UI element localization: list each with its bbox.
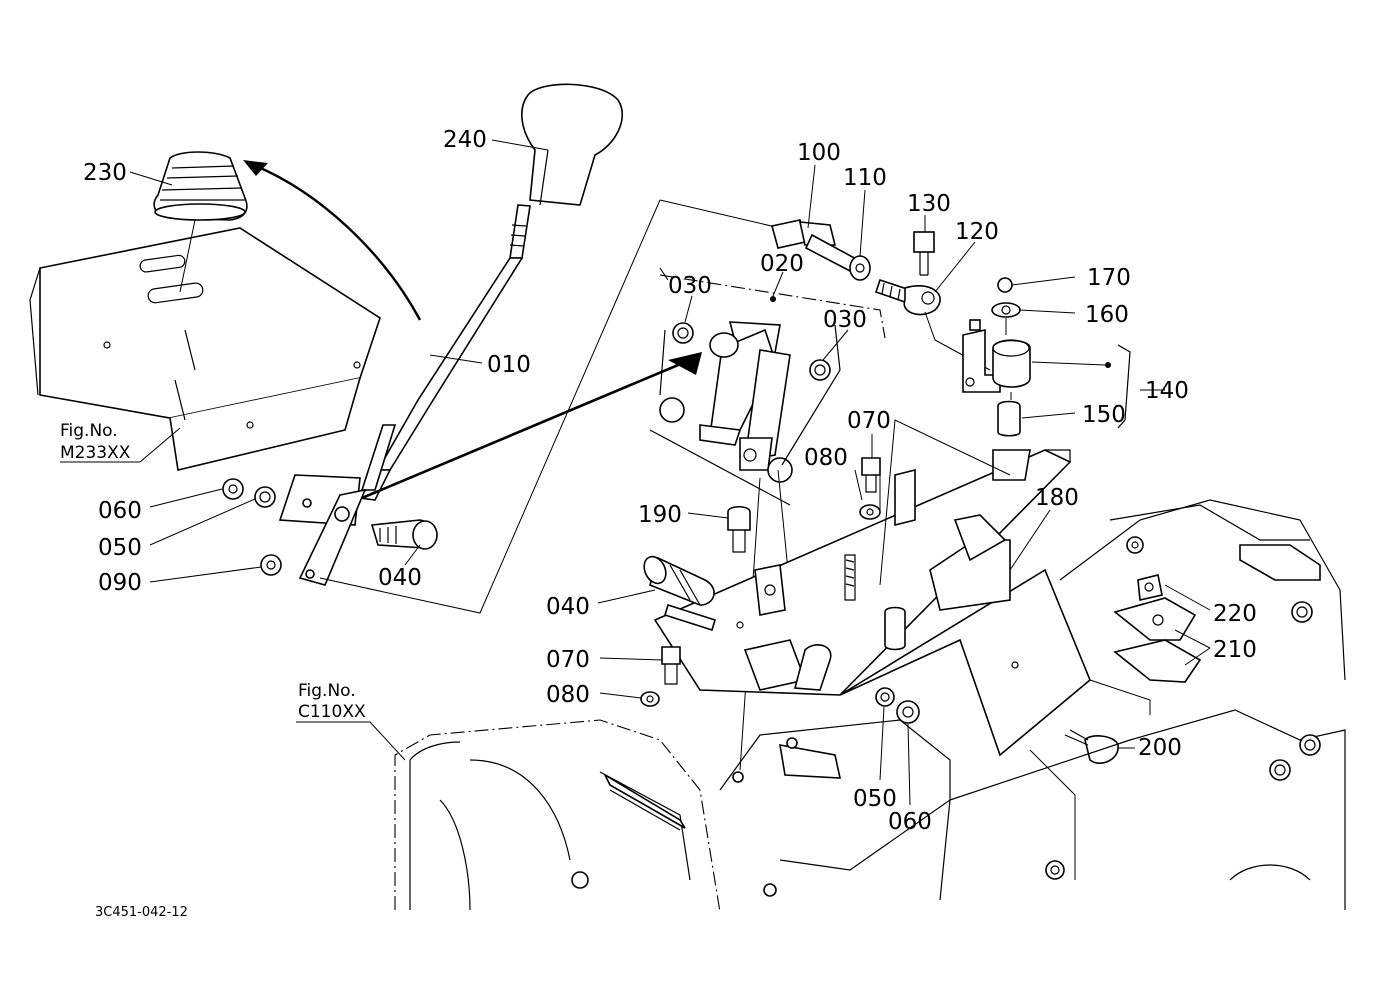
ref-c110-line1: Fig.No. (298, 681, 356, 701)
label-100: 100 (797, 140, 841, 166)
label-070-lower: 070 (546, 647, 590, 673)
shift-lever (278, 83, 624, 586)
ref-m233-line1: Fig.No. (60, 421, 118, 441)
label-060: 060 (98, 498, 142, 524)
label-160: 160 (1085, 302, 1129, 328)
label-230: 230 (83, 160, 127, 186)
rod-end-group (771, 219, 991, 371)
label-010: 010 (487, 352, 531, 378)
label-090: 090 (98, 570, 142, 596)
ref-c110-line2: C110XX (298, 702, 366, 722)
figure-references: Fig.No. M233XX Fig.No. C110XX (60, 421, 366, 722)
label-020: 020 (760, 251, 804, 277)
bracket-020-group (649, 267, 886, 771)
label-070-upper: 070 (847, 408, 891, 434)
selector-group-140 (962, 277, 1131, 437)
part-labels: 240 230 010 060 050 090 040 100 110 130 … (83, 127, 1257, 835)
bolts (640, 457, 1119, 764)
assembly-arrow-boot (245, 160, 422, 321)
label-170: 170 (1087, 265, 1131, 291)
leader-lines (60, 139, 1211, 806)
clamp-group (1113, 574, 1202, 683)
label-190: 190 (638, 502, 682, 528)
label-030-right: 030 (823, 307, 867, 333)
label-130: 130 (907, 191, 951, 217)
label-210: 210 (1213, 637, 1257, 663)
washer-nut-group-left (222, 478, 438, 576)
label-080-upper: 080 (804, 445, 848, 471)
label-140: 140 (1145, 378, 1189, 404)
cover-panel (29, 227, 381, 471)
label-200: 200 (1138, 735, 1182, 761)
assembly-arrow-lever (361, 358, 691, 500)
label-040: 040 (378, 565, 422, 591)
label-180: 180 (1035, 485, 1079, 511)
main-plate (653, 419, 1091, 757)
label-080-lower: 080 (546, 682, 590, 708)
pins (643, 554, 906, 651)
label-060-lower: 060 (888, 809, 932, 835)
drawing-code: 3C451-042-12 (95, 905, 188, 920)
label-030-left: 030 (668, 273, 712, 299)
label-120: 120 (955, 219, 999, 245)
label-050: 050 (98, 535, 142, 561)
label-240: 240 (443, 127, 487, 153)
label-150: 150 (1082, 402, 1126, 428)
label-220: 220 (1213, 601, 1257, 627)
transmission-housing (394, 499, 1346, 913)
label-110: 110 (843, 165, 887, 191)
rubber-boot (153, 151, 248, 293)
label-040-lower: 040 (546, 594, 590, 620)
label-050-lower: 050 (853, 786, 897, 812)
ref-m233-line2: M233XX (60, 443, 131, 463)
